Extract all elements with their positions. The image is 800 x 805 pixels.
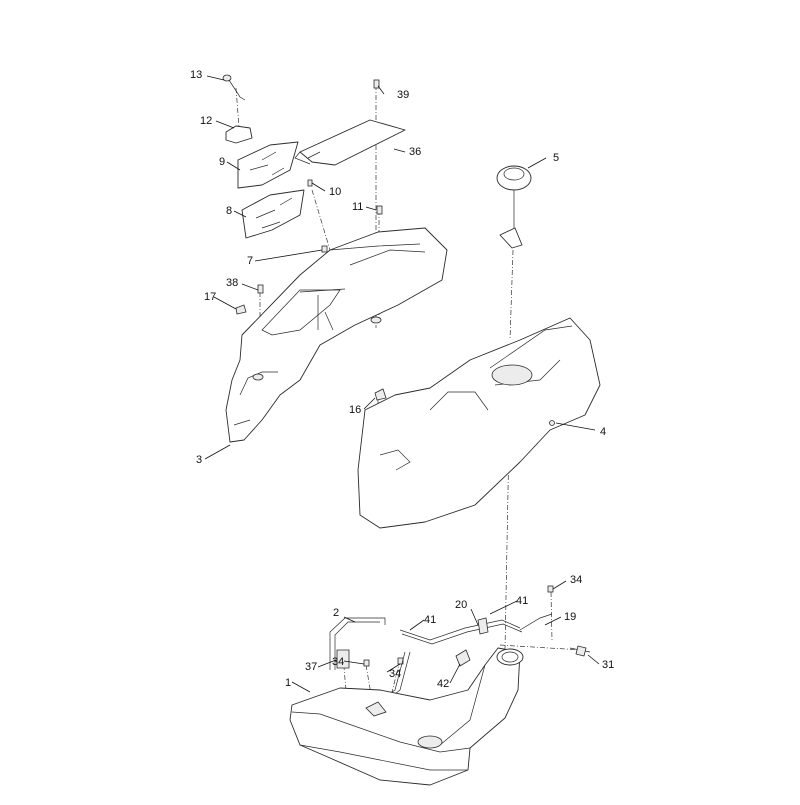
- callout-3: 3: [196, 454, 202, 466]
- callout-8: 8: [226, 205, 232, 217]
- callout-5: 5: [553, 152, 559, 164]
- part-top-plate: [294, 119, 406, 166]
- callout-41a: 41: [424, 614, 436, 626]
- part-fuel-cap: [496, 165, 532, 249]
- leader-lines: [204, 75, 600, 693]
- part-tube-bracket: [329, 617, 386, 670]
- part-fuel-tank: [289, 647, 524, 786]
- callout-1: 1: [285, 677, 291, 689]
- callout-9: 9: [219, 156, 225, 168]
- part-bracket-lower: [241, 189, 305, 239]
- callout-7: 7: [247, 255, 253, 267]
- callout-16: 16: [349, 404, 361, 416]
- callout-42: 42: [437, 678, 449, 690]
- callout-34a: 34: [570, 574, 582, 586]
- part-clip: [225, 125, 253, 144]
- part-fitting: [569, 645, 591, 657]
- callout-36: 36: [409, 146, 421, 158]
- callout-10: 10: [329, 186, 341, 198]
- callout-labels: 13 12 9 8 39 36 10 11 7 38 17 3 16 4 5 3…: [190, 69, 614, 690]
- callout-41b: 41: [516, 595, 528, 607]
- part-main-cover: [357, 317, 601, 529]
- callout-13: 13: [190, 69, 202, 81]
- callout-38: 38: [226, 277, 238, 289]
- callout-39: 39: [397, 89, 409, 101]
- part-fuel-lines: [379, 613, 553, 703]
- callout-19: 19: [564, 611, 576, 623]
- callout-2: 2: [333, 607, 339, 619]
- callout-4: 4: [600, 426, 606, 438]
- part-pin: [222, 74, 246, 101]
- callout-20: 20: [455, 599, 467, 611]
- callout-34b: 34: [332, 656, 344, 668]
- callout-11: 11: [352, 201, 363, 213]
- callout-17: 17: [204, 291, 216, 303]
- part-rear-cover: [225, 227, 448, 443]
- part-bracket-upper: [237, 141, 299, 189]
- callout-31: 31: [602, 659, 614, 671]
- callout-12: 12: [200, 115, 212, 127]
- part-fasteners: [257, 79, 554, 667]
- part-grommets: [235, 304, 387, 401]
- callout-37: 37: [305, 661, 317, 673]
- callout-34c: 34: [389, 668, 401, 680]
